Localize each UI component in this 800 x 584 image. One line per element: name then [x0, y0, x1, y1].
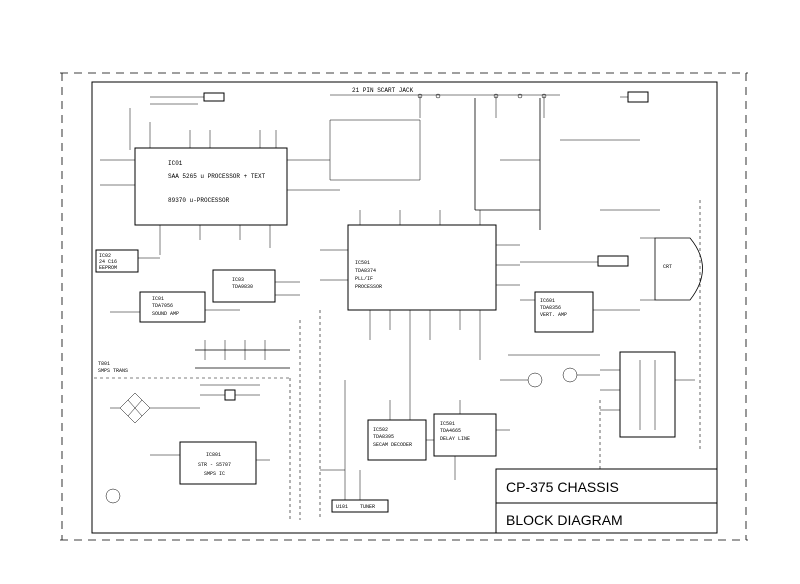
microprocessor-pins: [100, 122, 340, 255]
flyback-transformer: [600, 351, 695, 438]
power-component: [224, 389, 236, 401]
delay-line1: TDA4665: [440, 428, 461, 434]
drawing-border: [91, 81, 718, 534]
vert-amp-line2: VERT. AMP: [540, 312, 567, 318]
delay-line2: DELAY LINE: [440, 436, 470, 442]
small-ic-ref: IC03: [232, 277, 244, 283]
title-block-line1: CP-375 CHASSIS: [506, 479, 619, 495]
top-right-connector: [627, 91, 649, 103]
smps-ic: [179, 441, 257, 485]
microprocessor-line2: 89370 u-PROCESSOR: [168, 197, 230, 204]
smps-transformer-symbol: [195, 340, 290, 369]
microprocessor-ic: [134, 147, 288, 226]
vert-amp-ref: IC601: [540, 298, 555, 304]
horizontal-output-transistors: [500, 367, 600, 388]
title-block: CP-375 CHASSIS BLOCK DIAGRAM: [495, 468, 718, 534]
smps-ic-line2: SMPS IC: [204, 471, 225, 477]
secam-decoder-ic: [367, 419, 427, 461]
scart-jack-label: 21 PIN SCART JACK: [352, 87, 414, 94]
degauss-connector: [105, 488, 121, 504]
crt-symbol: [640, 237, 703, 301]
vertical-amp-ic: [534, 291, 594, 333]
secam-ref: IC502: [373, 427, 388, 433]
sound-amp-ic: [139, 291, 206, 323]
smps-ic-ref: IC801: [206, 452, 221, 458]
sound-amp-ref: IC01: [152, 296, 164, 302]
scart-connector-symbols: [417, 93, 547, 118]
eeprom-ref: IC02: [99, 253, 111, 259]
small-ic-line1: TDA9830: [232, 284, 253, 290]
microprocessor-line1: SAA 5265 u PROCESSOR + TEXT: [168, 173, 266, 180]
tuner-label: TUNER: [360, 504, 375, 510]
smps-ic-line1: STR - S5707: [198, 462, 231, 468]
video-ic-ref: IC501: [355, 260, 370, 266]
secam-line1: TDA8395: [373, 434, 394, 440]
smps-trans-label: SMPS TRANS: [98, 368, 128, 374]
outer-frame: [60, 72, 748, 541]
video-ic-line3: PROCESSOR: [355, 284, 382, 290]
secam-line2: SECAM DECODER: [373, 442, 412, 448]
top-left-labels: [129, 92, 225, 150]
small-ic: [212, 269, 276, 303]
eeprom-line2: EEPROM: [99, 265, 117, 271]
bridge-rectifier: [119, 392, 151, 424]
smps-trans-ref: T801: [98, 361, 110, 367]
signal-bus-lines: [329, 98, 541, 230]
tuner-ref: U101: [336, 504, 348, 510]
misc-traces: [299, 139, 701, 520]
crt-socket: [597, 255, 629, 267]
sound-amp-line2: SOUND AMP: [152, 311, 179, 317]
title-block-line2: BLOCK DIAGRAM: [506, 512, 623, 528]
eeprom-ic: [95, 249, 139, 273]
video-ic-line1: TDA8374: [355, 268, 376, 274]
delay-line-ic: [433, 413, 497, 457]
video-ic-pins: [320, 210, 520, 380]
vert-amp-line1: TDA8356: [540, 305, 561, 311]
eeprom-line1: 24 C16: [99, 259, 117, 265]
power-section-outline: [94, 377, 291, 520]
microprocessor-ref: IC01: [168, 160, 183, 167]
video-ic-line2: PLL/IF: [355, 276, 373, 282]
video-processor-ic: [347, 224, 497, 311]
sound-amp-line1: TDA7056: [152, 303, 173, 309]
crt-label: CRT: [663, 264, 672, 270]
delay-ref: IC501: [440, 421, 455, 427]
